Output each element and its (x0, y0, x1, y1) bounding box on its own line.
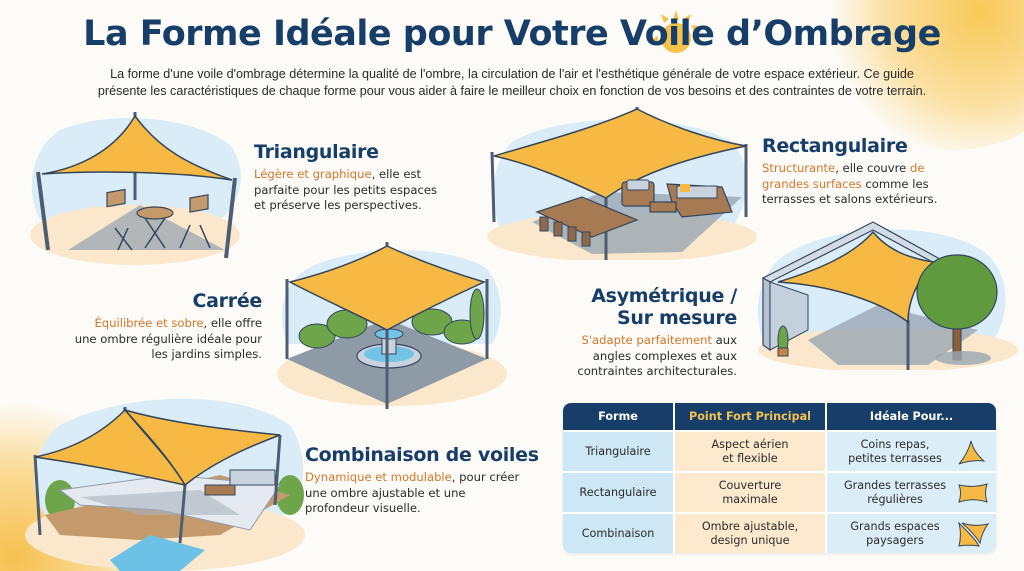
square-sail-fountain-icon (277, 242, 507, 409)
rectangle-sail-dining-lounge-icon (487, 107, 757, 260)
shape-description: Équilibrée et sobre, elle offre une ombr… (74, 316, 262, 361)
cell-forme: Rectangulaire (563, 473, 675, 512)
sun-icon (649, 10, 703, 53)
column-header-ideale-pour: Idéale Pour... (869, 410, 954, 423)
combined-triangles-icon (958, 520, 989, 547)
shape-card-carree: Carrée Équilibrée et sobre, elle offre u… (40, 290, 263, 363)
table-row: Combinaison Ombre ajustable,design uniqu… (563, 512, 996, 553)
column-header-forme: Forme (563, 403, 675, 430)
shape-title: Triangulaire (254, 141, 379, 163)
shape-description: Structurante, elle couvre de grandes sur… (762, 161, 938, 206)
page-title: La Forme Idéale pour Votre Voile d’Ombra… (83, 14, 941, 54)
rectangle-shape-icon (958, 482, 988, 503)
column-header-point-fort: Point Fort Principal (675, 403, 827, 430)
cell-forme: Triangulaire (563, 432, 675, 471)
shape-card-asymetrique: Asymétrique / Sur mesure S'adapte parfai… (560, 285, 737, 380)
cell-point-fort: Ombre ajustable,design unique (675, 514, 827, 553)
shape-title: Carrée (192, 290, 263, 312)
shape-description: Légère et graphique, elle est parfaite p… (254, 167, 438, 212)
shape-title: Rectangulaire (762, 135, 908, 157)
shape-card-combinaison: Combinaison de voiles Dynamique et modul… (305, 444, 555, 517)
triangle-sail-bistro-set-icon (30, 112, 241, 265)
table-header-row: Forme Point Fort Principal Idéale Pour..… (563, 403, 996, 430)
shape-title: Asymétrique / Sur mesure (591, 285, 737, 329)
shape-title: Combinaison de voiles (305, 444, 539, 466)
combined-sails-pool-terrace-icon (25, 398, 305, 571)
cell-ideale-pour: Coins repas,petites terrasses (827, 432, 996, 471)
cell-forme: Combinaison (563, 514, 675, 553)
shape-description: Dynamique et modulable, pour créer une o… (305, 470, 520, 515)
intro-line-2: présente les caractéristiques de chaque … (97, 84, 927, 98)
triangle-shape-icon (958, 440, 985, 464)
shape-card-rectangulaire: Rectangulaire Structurante, elle couvre … (762, 135, 982, 208)
shape-card-triangulaire: Triangulaire Légère et graphique, elle e… (254, 141, 474, 214)
intro-text: La forme d'une voile d'ombrage détermine… (40, 66, 984, 100)
comparison-table: Forme Point Fort Principal Idéale Pour..… (563, 403, 996, 553)
shape-description: S'adapte parfaitement aux angles complex… (577, 333, 737, 378)
intro-line-1: La forme d'une voile d'ombrage détermine… (110, 67, 914, 81)
custom-sail-wall-tree-icon (758, 221, 1018, 370)
